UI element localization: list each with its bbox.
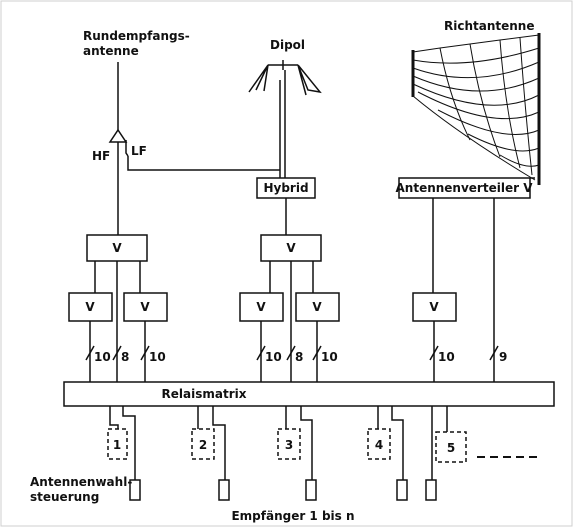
hybrid-label: Hybrid — [263, 181, 308, 195]
bus-width-label: 10 — [321, 350, 338, 364]
receiver-box — [305, 479, 317, 501]
bus-width-label: 10 — [438, 350, 455, 364]
control-unit-group-1: 1 — [107, 406, 141, 501]
control-unit-group-2: 2 — [191, 406, 230, 501]
control-unit-group-3: 3 — [277, 406, 317, 501]
control-unit-box — [191, 428, 215, 460]
directional-antenna: Richtantenne — [411, 19, 541, 185]
receiver-box — [396, 479, 408, 501]
amplifier-box — [295, 292, 340, 322]
amplifier-label: V — [312, 300, 322, 314]
bus-width-label: 10 — [265, 350, 282, 364]
control-unit-box — [107, 428, 128, 460]
omni-antenna: Rundempfangs- antenne HF LF — [83, 29, 280, 235]
amplifier-label: V — [85, 300, 95, 314]
control-unit-group-4: 4 — [367, 406, 408, 501]
control-unit-label: 1 — [113, 438, 121, 452]
control-unit-label: 3 — [285, 438, 293, 452]
amplifier-box — [260, 234, 322, 262]
receivers-label: Empfänger 1 bis n — [231, 509, 354, 523]
bus-width-label: 9 — [499, 350, 507, 364]
bus-width-label: 8 — [121, 350, 129, 364]
hf-label: HF — [92, 149, 110, 163]
control-unit-box — [435, 431, 467, 463]
amplifier-box — [123, 292, 168, 322]
bus-width-label: 10 — [94, 350, 111, 364]
antenna-select-control-label-line1: Antennenwahl- — [30, 475, 132, 489]
bus-width-markers: 10 8 10 10 8 10 10 9 — [85, 345, 507, 364]
amplifier-box — [68, 292, 113, 322]
amplifier-label: V — [140, 300, 150, 314]
relay-matrix-label: Relaismatrix — [162, 387, 247, 401]
amplifier-box — [86, 234, 148, 262]
control-unit-label: 5 — [447, 441, 455, 455]
control-unit-group-5: 5 — [425, 406, 541, 501]
receiver-box — [425, 479, 437, 501]
bus-width-label: 8 — [295, 350, 303, 364]
amplifier-label: V — [286, 241, 296, 255]
amplifier-label: V — [112, 241, 122, 255]
control-unit-label: 2 — [199, 438, 207, 452]
amplifier-label: V — [256, 300, 266, 314]
control-unit-box — [367, 428, 391, 460]
antenna-select-control-label-line2: steuerung — [30, 490, 99, 504]
amplifier-label: V — [429, 300, 439, 314]
receiver-box — [218, 479, 230, 501]
control-unit-box — [277, 428, 301, 460]
antenna-distributor-label: Antennenverteiler V — [396, 181, 534, 195]
omni-antenna-label-line2: antenne — [83, 44, 139, 58]
directional-antenna-label: Richtantenne — [444, 19, 535, 33]
control-unit-label: 4 — [375, 438, 383, 452]
receiver-box — [129, 479, 141, 501]
lf-label: LF — [131, 144, 147, 158]
dipole-antenna: Dipol — [248, 38, 322, 178]
omni-antenna-label-line1: Rundempfangs- — [83, 29, 190, 43]
relay-matrix-box — [63, 381, 555, 407]
bus-width-label: 10 — [149, 350, 166, 364]
crossover-filter-icon — [108, 128, 128, 143]
antenna-distributor-box — [398, 177, 531, 199]
dipole-label: Dipol — [270, 38, 305, 52]
